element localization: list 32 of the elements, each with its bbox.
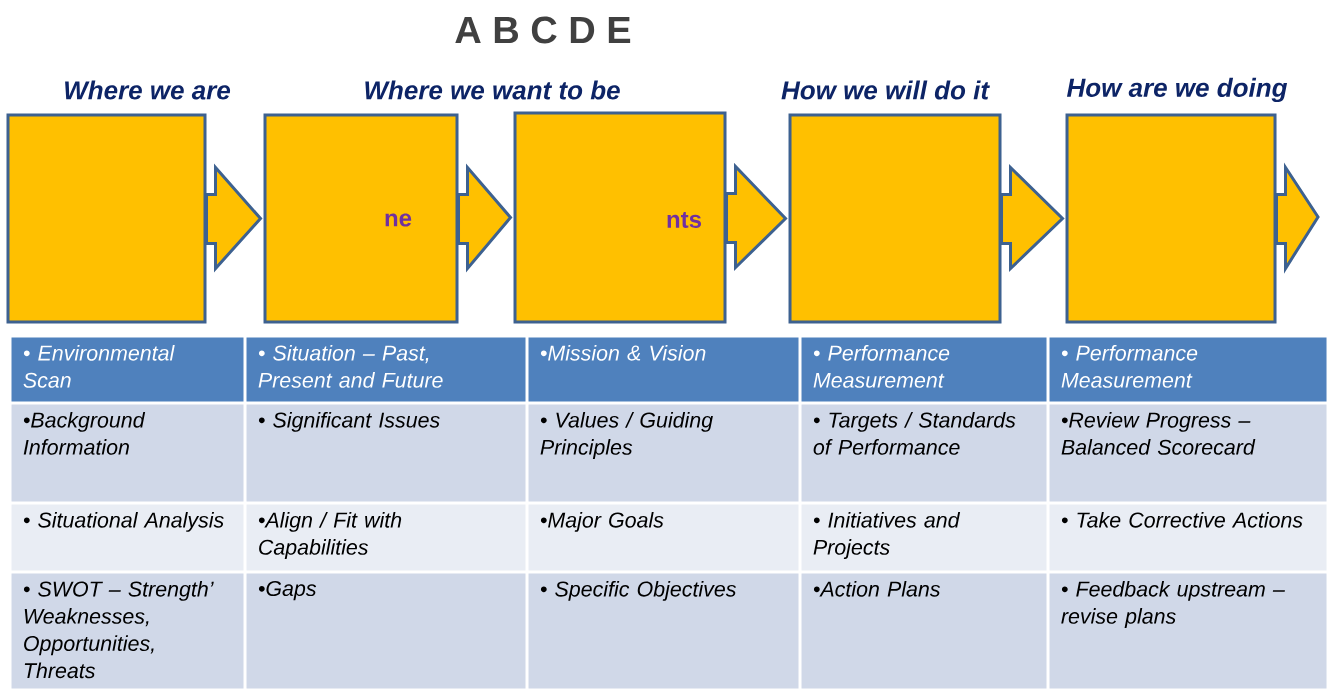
box-heading: Where we are	[65, 80, 231, 100]
box-heading: How we will do it	[781, 80, 990, 100]
header-cell: • Performance Measurement	[1049, 337, 1327, 402]
box-text: nts	[667, 212, 702, 228]
box-text: ne	[385, 213, 412, 227]
table-cell: • Initiatives and Projects	[801, 504, 1047, 571]
table-cell: •Background Information	[11, 404, 244, 502]
table-cell: • Significant Issues	[246, 404, 526, 502]
table-cell: •Review Progress – Balanced Scorecard	[1049, 404, 1327, 502]
table-cell: • Take Corrective Actions	[1049, 504, 1327, 571]
table-cell: •Major Goals	[528, 504, 799, 571]
table-cell: • SWOT – Strength’ Weaknesses, Opportunities, Threats	[11, 573, 244, 689]
block-arrow	[1000, 163, 1065, 273]
header-cell: •Mission & Vision	[528, 337, 799, 402]
title: A B C D E	[455, 16, 631, 44]
table-cell: •Align / Fit with Capabilities	[246, 504, 526, 571]
block-arrow	[725, 162, 788, 272]
table-cell: • Specific Objectives	[528, 573, 799, 689]
box-heading: How are we doing	[1067, 77, 1288, 103]
table-cell: • Situational Analysis	[11, 504, 244, 571]
table-cell: • Feedback upstream – revise plans	[1049, 573, 1327, 689]
header-cell: • Situation – Past, Present and Future	[246, 337, 526, 402]
block-arrow	[1275, 162, 1320, 274]
table-cell: •Gaps	[246, 573, 526, 689]
block-arrow	[457, 163, 513, 273]
table-cell: • Values / Guiding Principles	[528, 404, 799, 502]
table-cell: • Targets / Standards of Performance	[801, 404, 1047, 502]
block-arrow	[205, 163, 263, 273]
column-heading: Where we want to be	[365, 80, 620, 100]
table-cell: •Action Plans	[801, 573, 1047, 689]
header-cell: • Performance Measurement	[801, 337, 1047, 402]
header-cell: • Environmental Scan	[11, 337, 244, 402]
